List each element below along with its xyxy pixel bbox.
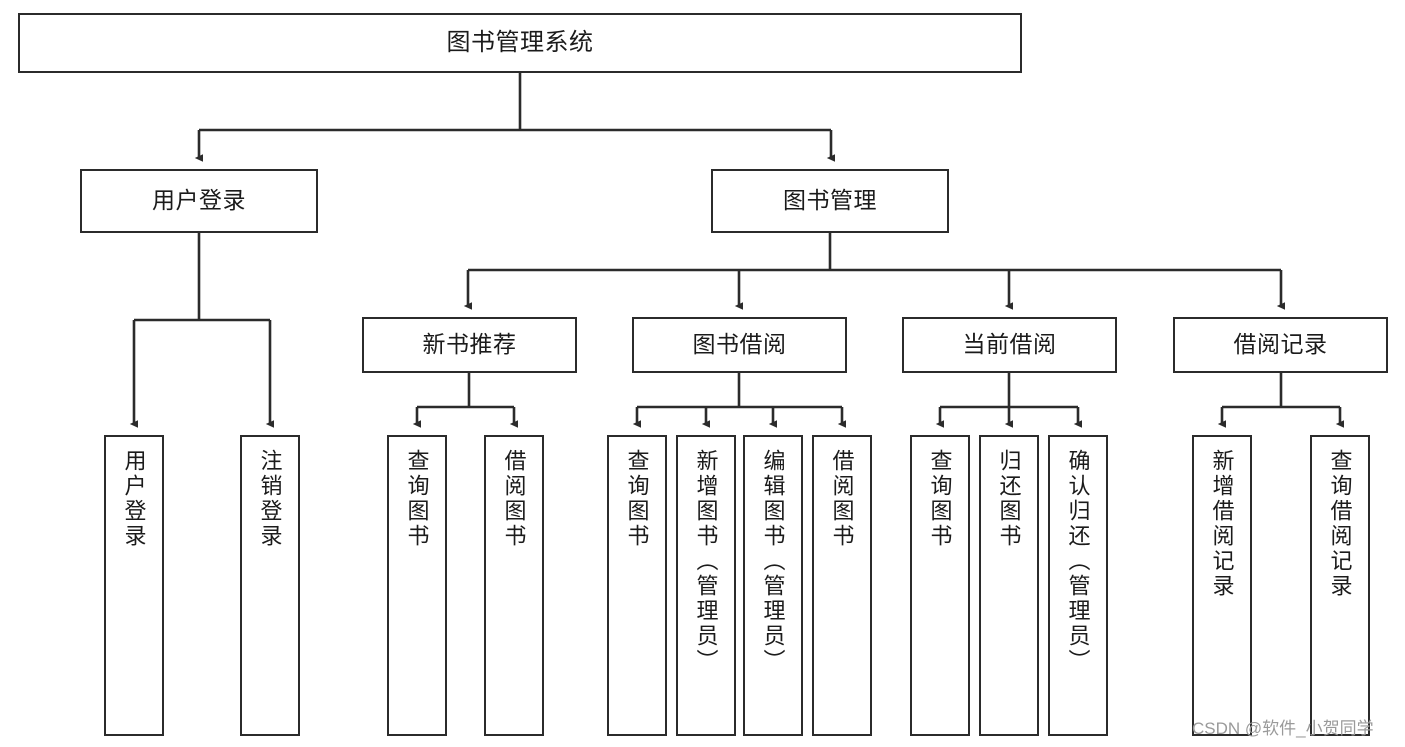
node-label: 图书管理	[783, 187, 877, 214]
node-label: 用户登录	[121, 449, 147, 549]
node-label: 借阅图书	[829, 449, 855, 549]
node-label: 用户登录	[152, 187, 246, 214]
leaf-book-borrow-borrow-book[interactable]: 借阅图书	[812, 435, 872, 736]
leaf-borrow-record-query-record[interactable]: 查询借阅记录	[1310, 435, 1370, 736]
leaf-user-login-login[interactable]: 用户登录	[104, 435, 164, 736]
leaf-new-book-query-book[interactable]: 查询图书	[387, 435, 447, 736]
node-label: 查询图书	[927, 449, 953, 549]
node-label: 借阅记录	[1233, 331, 1328, 358]
leaf-current-borrow-query-book[interactable]: 查询图书	[910, 435, 970, 736]
leaf-book-borrow-edit-book-admin[interactable]: 编辑图书（管理员）	[743, 435, 803, 736]
node-book-management[interactable]: 图书管理	[711, 169, 949, 233]
leaf-current-borrow-return-book[interactable]: 归还图书	[979, 435, 1039, 736]
node-label: 新书推荐	[422, 331, 517, 358]
node-label: 图书借阅	[692, 331, 787, 358]
node-label: 新增图书（管理员）	[693, 449, 719, 674]
leaf-user-login-logout[interactable]: 注销登录	[240, 435, 300, 736]
csdn-watermark: CSDN @软件_小贺同学	[1192, 719, 1374, 738]
leaf-borrow-record-add-record[interactable]: 新增借阅记录	[1192, 435, 1252, 736]
node-label: 编辑图书（管理员）	[760, 449, 786, 674]
leaf-new-book-borrow-book[interactable]: 借阅图书	[484, 435, 544, 736]
node-label: 借阅图书	[501, 449, 527, 549]
node-label: 注销登录	[257, 449, 283, 549]
node-label: 查询借阅记录	[1327, 449, 1353, 599]
node-user-login[interactable]: 用户登录	[80, 169, 318, 233]
node-root-book-management-system[interactable]: 图书管理系统	[18, 13, 1022, 73]
leaf-book-borrow-add-book-admin[interactable]: 新增图书（管理员）	[676, 435, 736, 736]
node-label: 查询图书	[404, 449, 430, 549]
leaf-current-borrow-confirm-return-admin[interactable]: 确认归还（管理员）	[1048, 435, 1108, 736]
node-label: 新增借阅记录	[1209, 449, 1235, 599]
leaf-book-borrow-query-book[interactable]: 查询图书	[607, 435, 667, 736]
node-label: 当前借阅	[962, 331, 1057, 358]
node-label: 确认归还（管理员）	[1065, 449, 1091, 674]
node-current-borrow[interactable]: 当前借阅	[902, 317, 1117, 373]
node-label: 查询图书	[624, 449, 650, 549]
node-label: 归还图书	[996, 449, 1022, 549]
node-book-borrow[interactable]: 图书借阅	[632, 317, 847, 373]
node-label: 图书管理系统	[446, 28, 594, 56]
node-new-book-recommend[interactable]: 新书推荐	[362, 317, 577, 373]
node-borrow-record[interactable]: 借阅记录	[1173, 317, 1388, 373]
